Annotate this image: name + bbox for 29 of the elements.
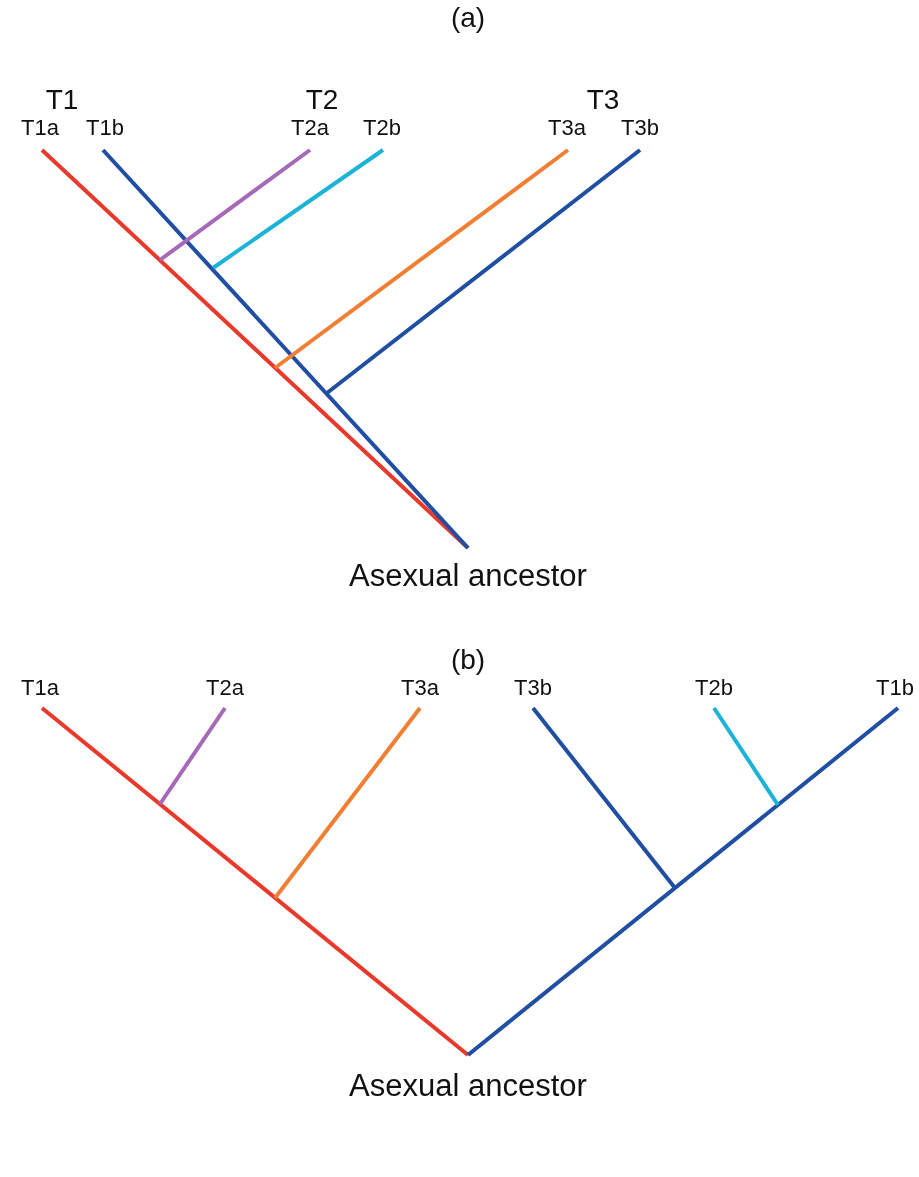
taxon-label: T1b	[86, 115, 124, 141]
taxon-label: T2a	[206, 675, 244, 701]
taxon-label: T3a	[548, 115, 586, 141]
ancestor-label: Asexual ancestor	[349, 558, 587, 594]
branch-line	[158, 148, 312, 262]
group-label: T2	[305, 84, 339, 116]
panel-label: (b)	[450, 644, 486, 676]
branch-line	[158, 706, 227, 806]
taxon-label: T3b	[514, 675, 552, 701]
panel-label: (a)	[450, 2, 486, 34]
taxon-label: T2b	[695, 675, 733, 701]
branch-line	[211, 148, 385, 270]
taxon-label: T1a	[21, 675, 59, 701]
branch-line	[273, 148, 570, 370]
branch-line	[273, 706, 422, 900]
group-label: T1	[45, 84, 79, 116]
branch-line	[325, 148, 642, 395]
taxon-label: T1b	[876, 675, 914, 701]
taxon-label: T3a	[401, 675, 439, 701]
branch-line	[531, 706, 677, 890]
branch-line	[40, 706, 470, 1057]
taxon-label: T1a	[21, 115, 59, 141]
taxon-label: T2b	[363, 115, 401, 141]
taxon-label: T3b	[621, 115, 659, 141]
group-label: T3	[586, 84, 620, 116]
branch-line	[466, 706, 900, 1057]
branch-line	[712, 706, 780, 807]
taxon-label: T2a	[291, 115, 329, 141]
ancestor-label: Asexual ancestor	[349, 1068, 587, 1104]
